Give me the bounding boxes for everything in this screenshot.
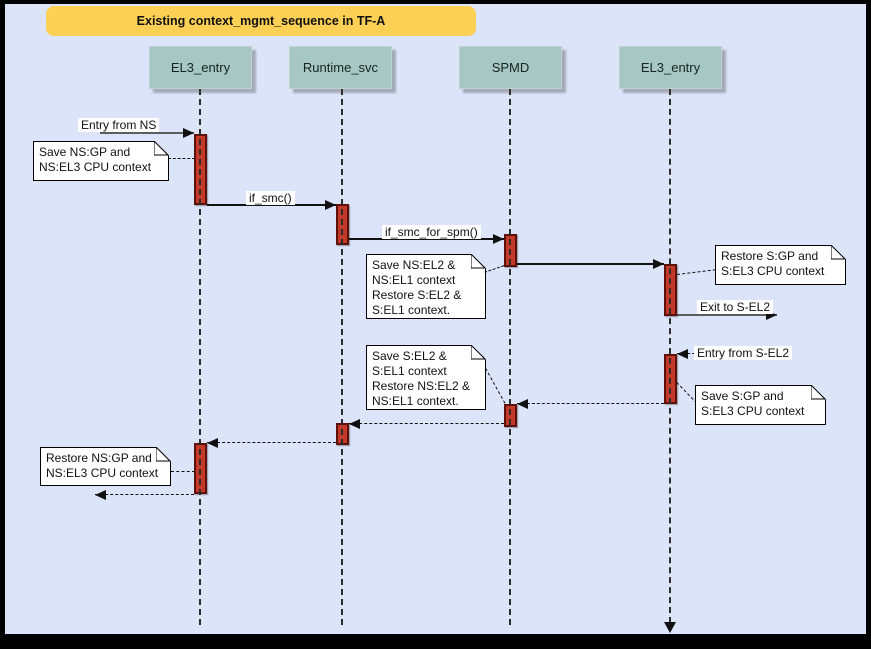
note-line: S:EL1 context [372,364,447,378]
diagram-canvas [5,4,866,634]
note-fold-icon [811,385,826,400]
message-el3-to-spmd-line [517,403,664,404]
note-line: S:EL3 CPU context [701,404,805,418]
lifeline-el3-entry-left [199,89,201,625]
actor-label: EL3_entry [170,60,231,75]
actor-runtime-svc: Runtime_svc [289,46,392,89]
note-save-s-el2: Save S:EL2 & S:EL1 context Restore NS:EL… [366,345,486,410]
actor-label: Runtime_svc [302,60,379,75]
note-fold-icon [471,345,486,360]
message-label-if-smc-for-spm: if_smc_for_spm() [382,225,481,239]
note-fold-icon [831,245,846,260]
arrowhead-right-icon [325,200,336,210]
message-if-smc-line [207,204,336,206]
note-save-ns-el2: Save NS:EL2 & NS:EL1 context Restore S:E… [366,254,486,319]
note-restore-s-gp: Restore S:GP and S:EL3 CPU context [715,245,846,285]
note-line: Save S:GP and [701,389,784,403]
actor-label: SPMD [491,60,530,75]
message-spmd-to-el3-line [517,263,664,265]
note-connector [168,158,195,159]
note-line: S:EL3 CPU context [721,264,825,278]
arrowhead-right-icon [493,234,504,244]
note-save-s-gp: Save S:GP and S:EL3 CPU context [695,385,826,425]
note-line: Restore S:EL2 & [372,288,462,302]
lifeline-spmd [509,89,511,625]
message-spmd-to-runtime-line [349,423,504,424]
note-fold-icon [154,141,169,156]
message-label-entry-from-ns: Entry from NS [78,118,160,132]
note-line: NS:EL1 context [372,273,456,287]
actor-label: EL3_entry [640,60,701,75]
lifeline-continue-arrow-icon [664,622,676,633]
diagram-title: Existing context_mgmt_sequence in TF-A [46,6,476,36]
message-label-if-smc: if_smc() [246,191,295,205]
message-label-exit-to-s-el2: Exit to S-EL2 [697,300,774,314]
note-line: NS:EL3 CPU context [46,466,159,480]
note-line: Restore NS:EL2 & [372,379,471,393]
arrowhead-left-icon [95,490,106,500]
arrowhead-left-icon [677,349,688,359]
note-fold-icon [156,447,171,462]
actor-spmd: SPMD [459,46,562,89]
note-line: NS:EL1 context. [372,394,459,408]
note-line: NS:EL3 CPU context [39,160,152,174]
arrowhead-right-icon [183,128,194,138]
actor-el3-entry-left: EL3_entry [149,46,252,89]
lifeline-el3-entry-right [669,89,671,623]
arrowhead-right-icon [653,259,664,269]
note-connector [171,471,195,472]
message-runtime-to-el3-line [207,442,336,443]
note-restore-ns-gp: Restore NS:GP and NS:EL3 CPU context [40,447,171,486]
message-exit-to-s-el2-line [677,314,777,316]
arrowhead-left-icon [517,399,528,409]
note-line: Save NS:GP and [39,145,131,159]
note-save-ns-gp: Save NS:GP and NS:EL3 CPU context [33,141,169,181]
lifeline-runtime-svc [341,89,343,625]
note-line: Restore NS:GP and [46,451,152,465]
arrowhead-right-icon [766,310,777,320]
arrowhead-left-icon [349,419,360,429]
arrowhead-left-icon [207,438,218,448]
note-line: Restore S:GP and [721,249,819,263]
note-line: S:EL1 context. [372,303,451,317]
message-exit-to-ns-line [95,494,194,495]
note-fold-icon [471,254,486,269]
message-entry-from-ns-line [100,132,194,134]
note-line: Save S:EL2 & [372,349,447,363]
message-if-smc-for-spm-line [349,238,504,240]
note-line: Save NS:EL2 & [372,258,456,272]
actor-el3-entry-right: EL3_entry [619,46,722,89]
message-label-entry-from-s-el2: Entry from S-EL2 [694,346,793,360]
